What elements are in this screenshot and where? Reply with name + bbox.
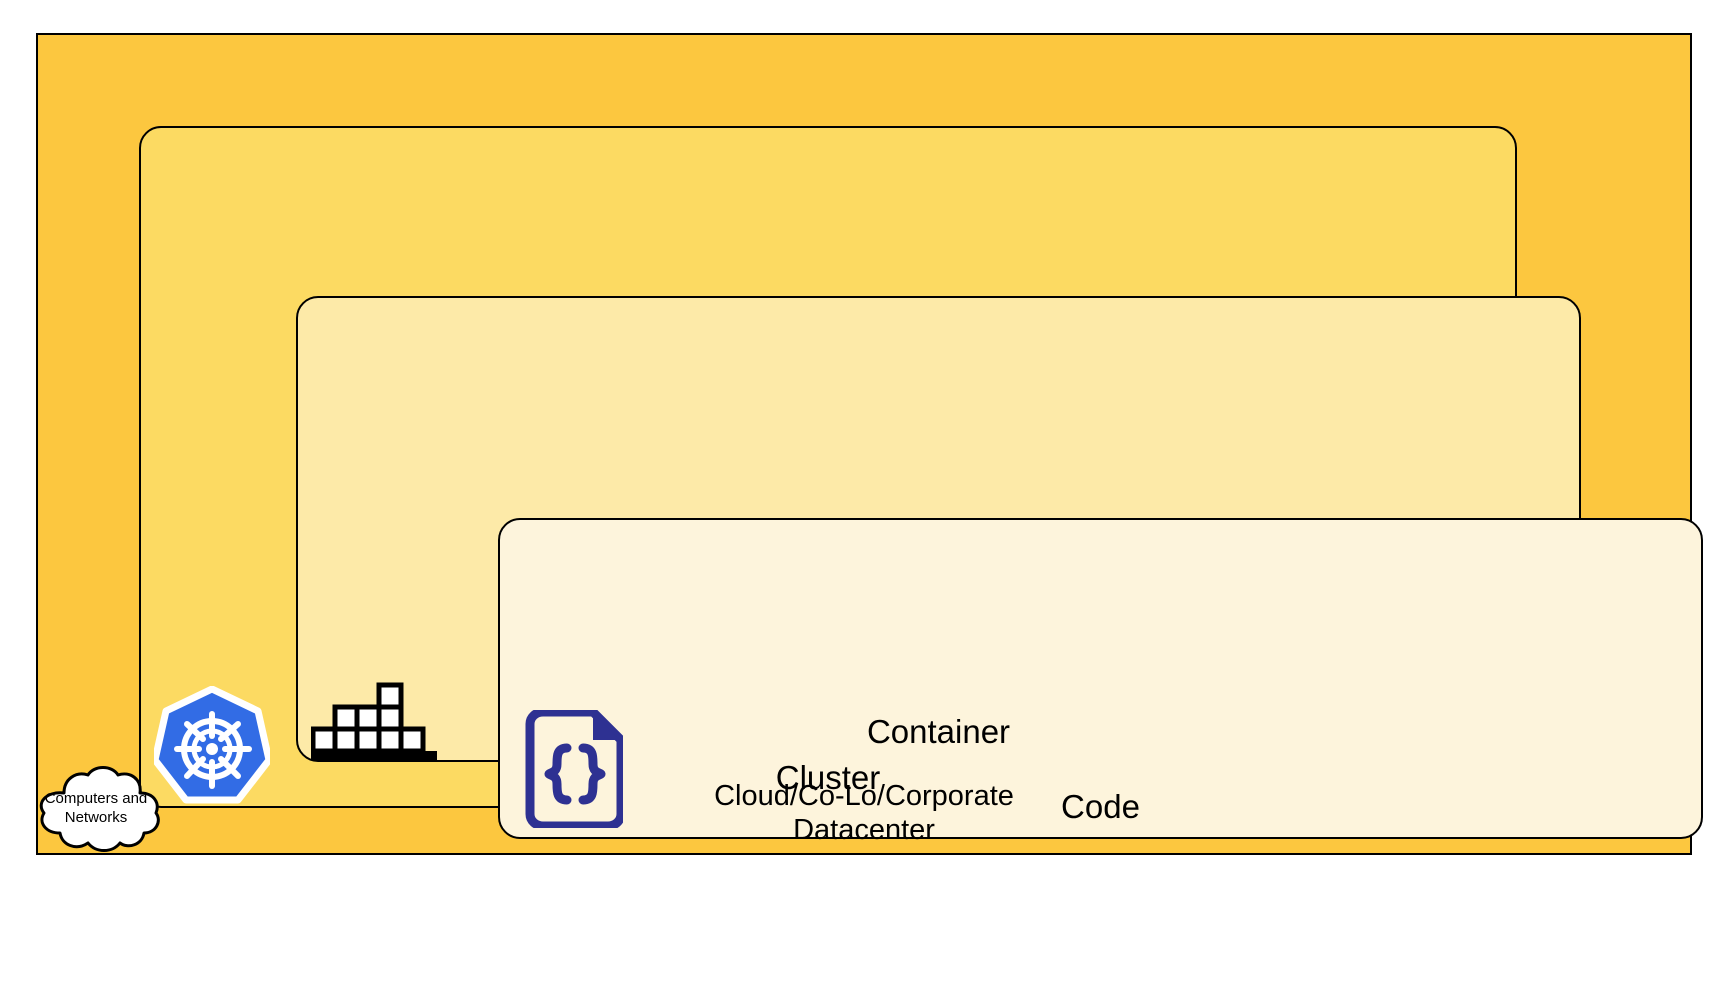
layer-cluster[interactable]: Code [139,126,1703,839]
code-document-icon [521,710,623,828]
layer-code-label: Code [1061,788,1140,826]
layer-datacenter[interactable]: Code [36,33,1703,855]
layer-cluster-label: Cluster [775,759,881,797]
kubernetes-helm-icon [154,686,270,806]
computers-and-networks-cloud[interactable]: Computers and Networks [28,763,164,856]
container-stack-icon [311,682,437,760]
layer-datacenter-label: Cloud/Co-Lo/Corporate Datacenter [714,779,1014,846]
layer-container-label: Container [866,713,1011,751]
computers-and-networks-label: Computers and Networks [44,790,148,827]
layer-container[interactable]: Code [296,296,1703,839]
layer-code[interactable]: Code [498,518,1703,839]
